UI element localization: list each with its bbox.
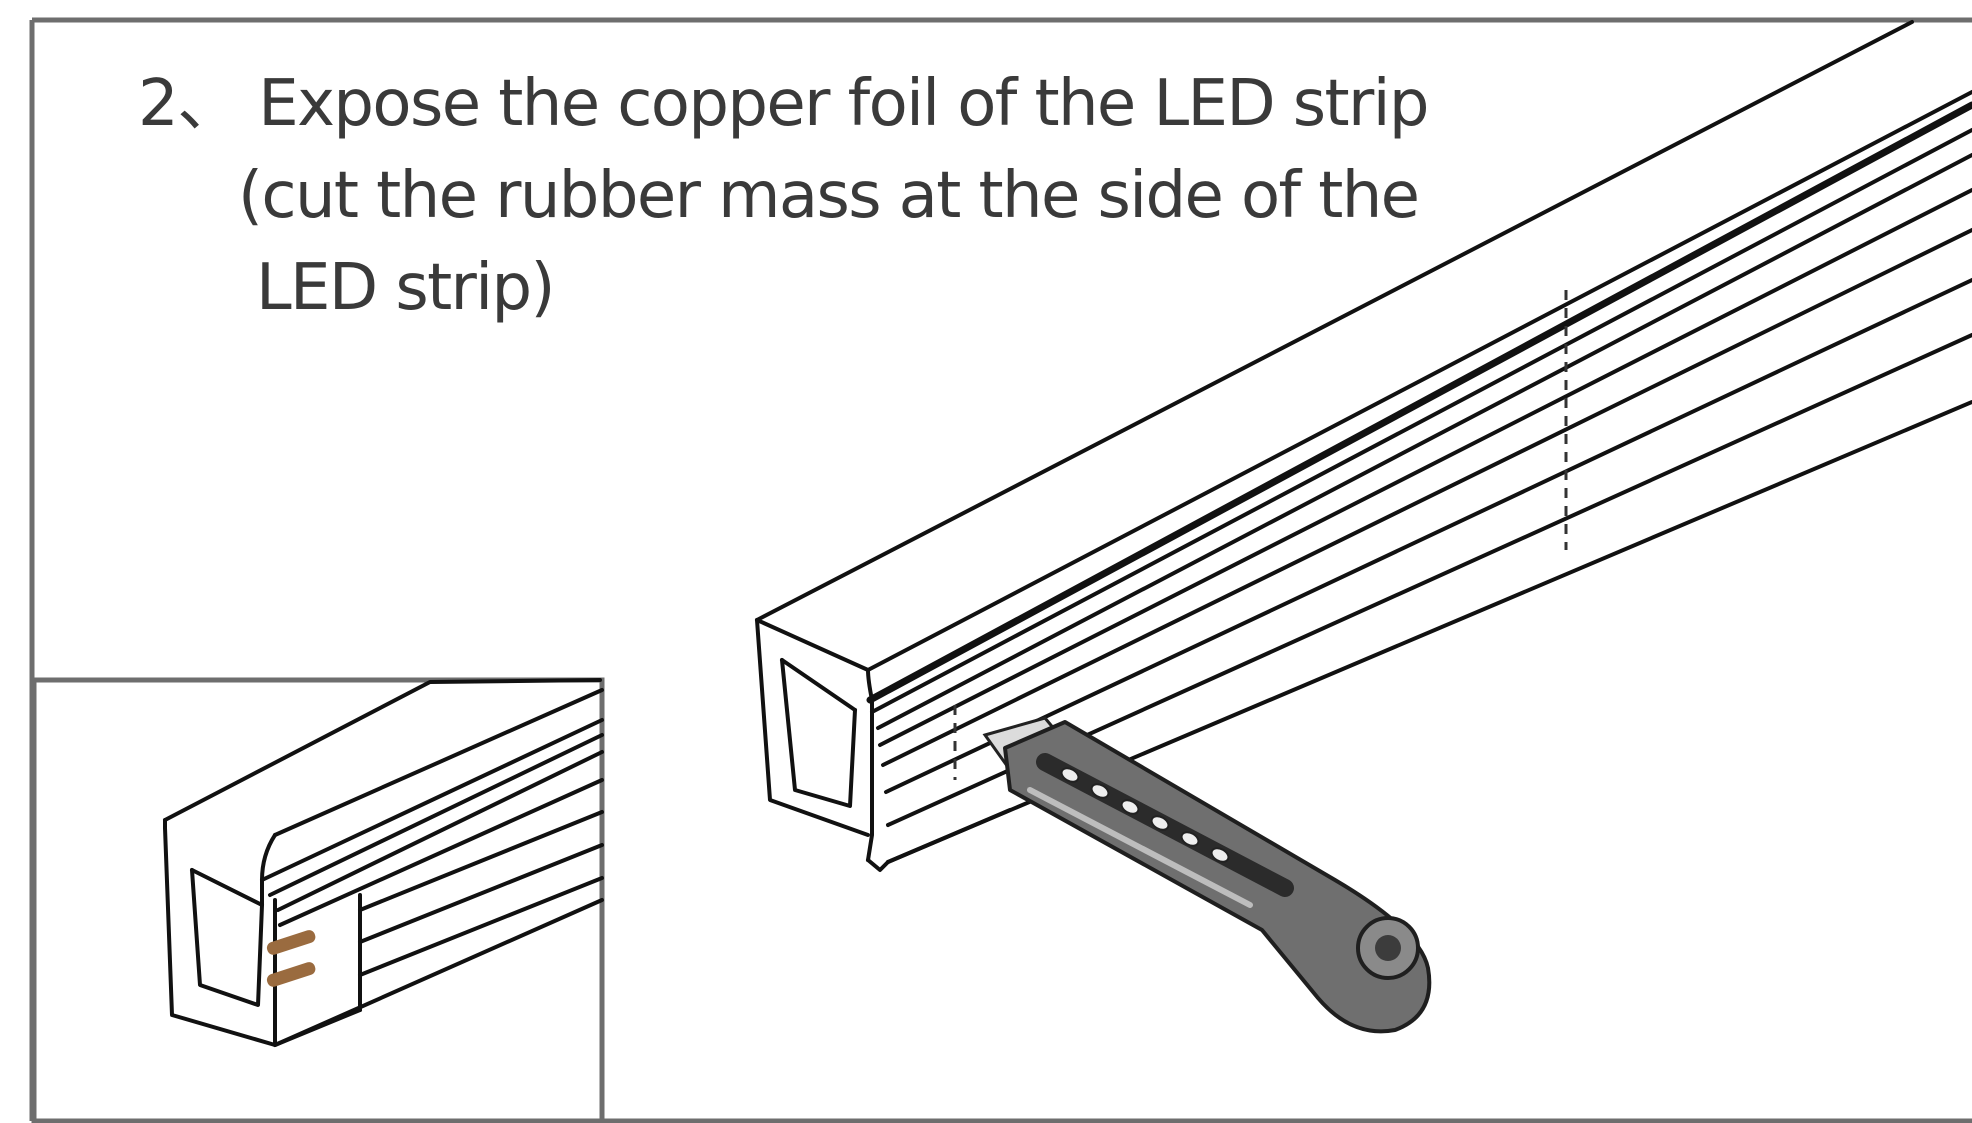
step-instruction: 2、 Expose the copper foil of the LED str… [138, 58, 1430, 334]
step-number: 2、 [138, 67, 241, 141]
cut-guide-lines [953, 290, 1568, 780]
inset-led-strip [163, 678, 604, 1047]
step-title: Expose the copper foil of the LED strip [258, 67, 1429, 141]
step-line-1: 2、 Expose the copper foil of the LED str… [138, 58, 1430, 150]
utility-knife-icon [982, 716, 1432, 1034]
step-line-3: LED strip) [256, 251, 555, 325]
inset-frame [31, 677, 605, 1123]
copper-foil-pads [266, 930, 316, 987]
step-line-2: (cut the rubber mass at the side of the [238, 159, 1420, 233]
inset-detail [31, 677, 605, 1123]
